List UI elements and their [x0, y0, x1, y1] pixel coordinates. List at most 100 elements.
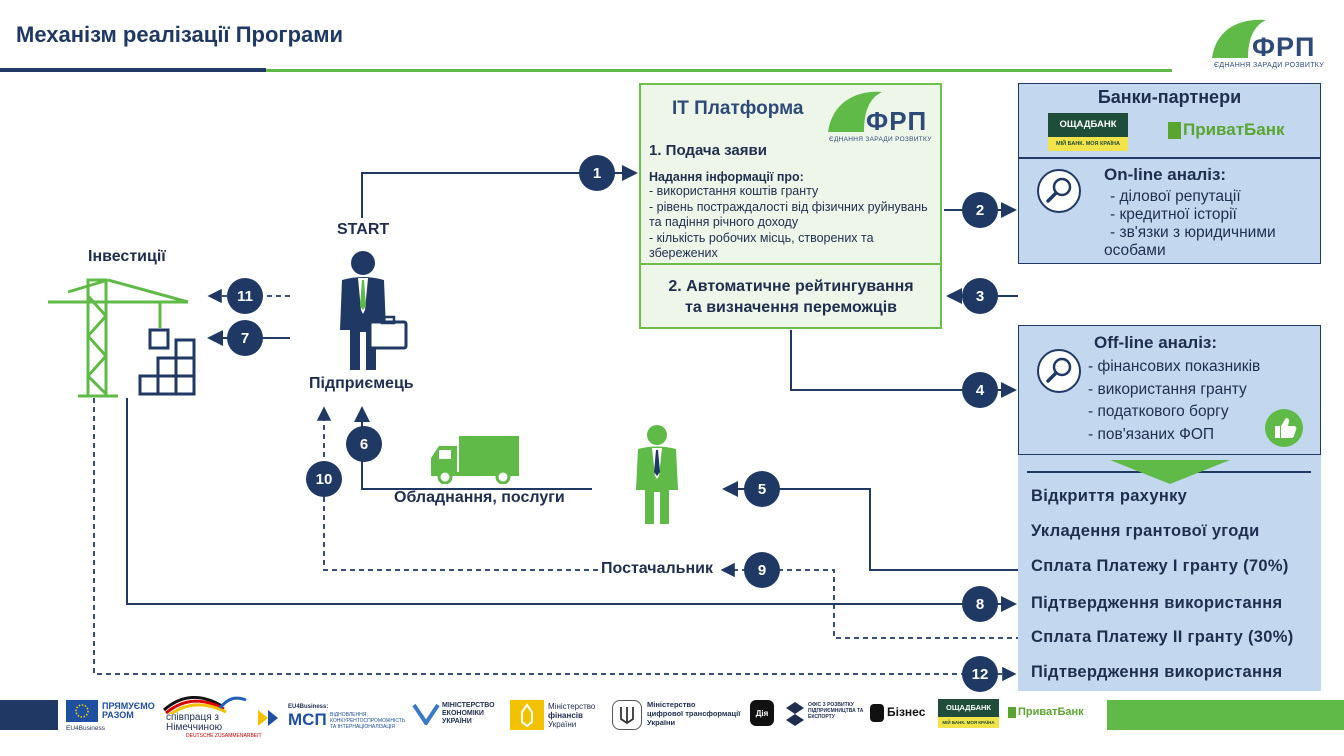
privatbank-icon — [1168, 121, 1181, 139]
step-open-account: Відкриття рахунку — [1031, 487, 1188, 505]
footer-privatbank-name: ПриватБанк — [1018, 706, 1084, 718]
frp-logo: ФРП ЄДНАННЯ ЗАРАДИ РОЗВИТКУ — [1208, 14, 1330, 69]
footer-ministry-digital: Міністерство цифрової трансформації Укра… — [647, 700, 740, 727]
frp-logo-icon — [828, 91, 882, 132]
search-icon — [1036, 348, 1082, 399]
investments-label: Інвестиції — [88, 248, 166, 265]
frp-logo-text: ФРП — [1252, 32, 1316, 62]
step-number-8: 8 — [962, 586, 998, 622]
frp-logo-text: ФРП — [866, 106, 928, 136]
frp-logo-tagline: ЄДНАННЯ ЗАРАДИ РОЗВИТКУ — [1214, 62, 1324, 69]
step-number-4: 4 — [962, 372, 998, 408]
footer-oschadbank-logo: ОЩАДБАНК МІЙ БАНК. МОЯ КРАЇНА — [938, 699, 999, 728]
flow-line-8 — [126, 398, 1017, 612]
frp-logo-tagline: ЄДНАННЯ ЗАРАДИ РОЗВИТКУ — [829, 136, 932, 143]
footer-ministry-finance-line-1: Міністерство — [548, 702, 596, 711]
step-payment-2: Сплата Платежу ІІ гранту (30%) — [1031, 628, 1294, 646]
footer-msp: МСП — [288, 710, 327, 729]
footer-ministry-finance-line-3: України — [548, 720, 577, 729]
info-item: - використання коштів гранту — [649, 184, 819, 198]
info-heading: Надання інформації про: — [649, 170, 804, 184]
partner-banks-title: Банки-партнери — [1097, 87, 1242, 107]
footer-giz: DEUTSCHE ZUSAMMENARBEIT — [186, 733, 262, 739]
privatbank-name: ПриватБанк — [1183, 120, 1285, 139]
footer-office: ОФІС З РОЗВИТКУ ПІДПРИЄМНИЦТВА ТА ЕКСПОР… — [808, 702, 864, 720]
online-analysis-item: особами — [1104, 242, 1166, 259]
column-gap — [1018, 264, 1321, 325]
footer-msp-desc: ВІДНОВЛЕННЯ, КОНКУРЕНТОСПРОМОЖНІСТЬ ТА І… — [330, 712, 406, 730]
footer-ministry-economy: МІНІСТЕРСТВО ЕКОНОМІКИ УКРАЇНИ — [442, 702, 495, 725]
offline-analysis-item: - пов'язаних ФОП — [1088, 425, 1215, 443]
online-analysis-item: - кредитної історії — [1110, 206, 1237, 223]
footer-cooperation-line-2: Німеччиною — [166, 722, 223, 733]
step-number-10: 10 — [306, 461, 342, 497]
germany-ukraine-ribbon-icon — [163, 695, 247, 714]
step-rating-line-1: 2. Автоматичне рейтингування — [668, 278, 914, 295]
header-divider-green — [266, 69, 1172, 72]
step-number-1: 1 — [579, 155, 615, 191]
online-analysis-box — [1018, 158, 1321, 264]
flow-line-4 — [790, 330, 1017, 398]
it-platform-box — [639, 83, 942, 329]
info-list: - використання коштів гранту - рівень по… — [649, 184, 939, 262]
flow-line-1 — [361, 165, 638, 218]
page-title: Механізм реалізації Програми — [16, 22, 344, 47]
supplier-icon — [636, 425, 678, 524]
step-payment-1: Сплата Платежу І гранту (70%) — [1031, 557, 1289, 575]
step-number-2: 2 — [962, 192, 998, 228]
footer-cooperation-line-1: співпраця з — [166, 712, 219, 723]
start-label: START — [337, 221, 390, 238]
online-analysis-list: - ділової репутації - кредитної історії … — [1104, 188, 1276, 260]
footer-razom: ПРЯМУЄМО РАЗОМ — [102, 701, 155, 720]
footer-cooperation: співпраця з Німеччиною — [166, 713, 222, 733]
footer-accent-green — [1107, 700, 1344, 730]
down-arrow-icon — [1110, 460, 1230, 484]
footer-eu4business-label: EU4Business: — [288, 704, 329, 710]
online-analysis-item: - зв'язки з юридичними — [1110, 224, 1276, 241]
trident-icon — [612, 700, 642, 730]
offline-analysis-box — [1018, 325, 1321, 455]
footer-biznes: Бізнес — [887, 705, 926, 719]
footer-ministry-digital-line-1: Міністерство — [647, 700, 696, 709]
footer-eu4business: EU4Business — [66, 725, 106, 732]
flow-line-12 — [93, 398, 1017, 682]
ministry-finance-icon — [510, 700, 544, 730]
offline-analysis-item: - фінансових показників — [1088, 358, 1261, 375]
supplier-label: Постачальник — [601, 560, 713, 577]
footer-oschadbank-name: ОЩАДБАНК — [945, 703, 992, 712]
offline-analysis-item: - використання гранту — [1088, 380, 1247, 398]
oschadbank-slogan: МІЙ БАНК. МОЯ КРАЇНА — [1048, 137, 1128, 151]
footer-privatbank-logo: ПриватБанк — [1008, 706, 1084, 718]
step-number-12: 12 — [962, 656, 998, 692]
footer-accent-navy — [0, 700, 58, 730]
offline-analysis-item: - податкового боргу — [1088, 403, 1229, 420]
step-number-6: 6 — [346, 426, 382, 462]
header-divider-navy — [0, 68, 266, 72]
footer-diia: Дія — [750, 700, 774, 726]
oschadbank-logo: ОЩАДБАНК МІЙ БАНК. МОЯ КРАЇНА — [1048, 113, 1128, 151]
partner-banks-box — [1018, 83, 1321, 158]
footer-ministry-finance: Міністерство фінансів України — [548, 702, 595, 729]
it-platform-title: ІТ Платформа — [672, 98, 804, 119]
entrepreneur-icon — [340, 251, 408, 370]
truck-icon — [431, 436, 519, 484]
footer-ministry-digital-line-3: України — [647, 718, 676, 727]
step-rating-line-2: та визначення переможців — [685, 299, 897, 316]
step-apply-title: 1. Подача заяви — [649, 142, 767, 159]
step-number-3: 3 — [962, 278, 998, 314]
diia-business-icon — [870, 704, 884, 722]
thumbs-up-icon — [1264, 408, 1304, 453]
offline-analysis-list: - фінансових показників - використання г… — [1088, 356, 1260, 446]
offline-analysis-title: Off-line аналіз: — [1094, 333, 1218, 352]
crane-icon — [48, 278, 196, 398]
ministry-economy-icon — [412, 703, 440, 725]
frp-logo-icon — [1212, 19, 1266, 58]
it-platform-logo: ФРП ЄДНАННЯ ЗАРАДИ РОЗВИТКУ — [826, 88, 940, 143]
equipment-label: Обладнання, послуги — [394, 489, 565, 506]
info-item: - рівень постраждалості від фізичних руй… — [649, 199, 928, 230]
search-icon — [1036, 168, 1082, 219]
step-number-5: 5 — [744, 471, 780, 507]
step-rating: 2. Автоматичне рейтингування та визначен… — [645, 276, 937, 318]
oschadbank-name: ОЩАДБАНК — [1059, 119, 1117, 130]
online-analysis-item: - ділової репутації — [1110, 188, 1241, 205]
